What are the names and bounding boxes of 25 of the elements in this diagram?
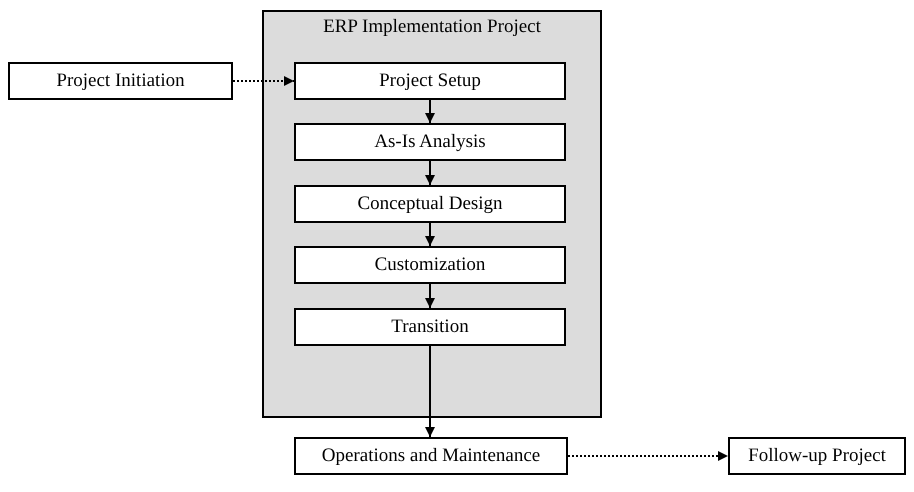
arrow (425, 100, 435, 123)
process-box (8, 62, 233, 100)
box-label: As-Is Analysis (374, 130, 486, 154)
arrow (233, 76, 294, 86)
box-label: Customization (374, 253, 486, 277)
group-box (262, 10, 602, 418)
box-label: Conceptual Design (357, 192, 503, 216)
process-box (294, 246, 566, 284)
process-box (294, 62, 566, 100)
box-label: Project Setup (379, 69, 481, 93)
box-label: Operations and Maintenance (322, 444, 540, 468)
process-box (294, 437, 568, 475)
arrow (568, 451, 728, 461)
arrow (425, 161, 435, 185)
process-box (294, 123, 566, 161)
arrow (425, 284, 435, 308)
arrow (425, 346, 435, 437)
box-label: Project Initiation (56, 69, 185, 93)
arrow (425, 223, 435, 246)
box-label: Transition (391, 315, 469, 339)
group-title: ERP Implementation Project (322, 15, 542, 39)
process-box (294, 308, 566, 346)
process-box (728, 437, 906, 475)
process-box (294, 185, 566, 223)
box-label: Follow-up Project (748, 444, 886, 468)
